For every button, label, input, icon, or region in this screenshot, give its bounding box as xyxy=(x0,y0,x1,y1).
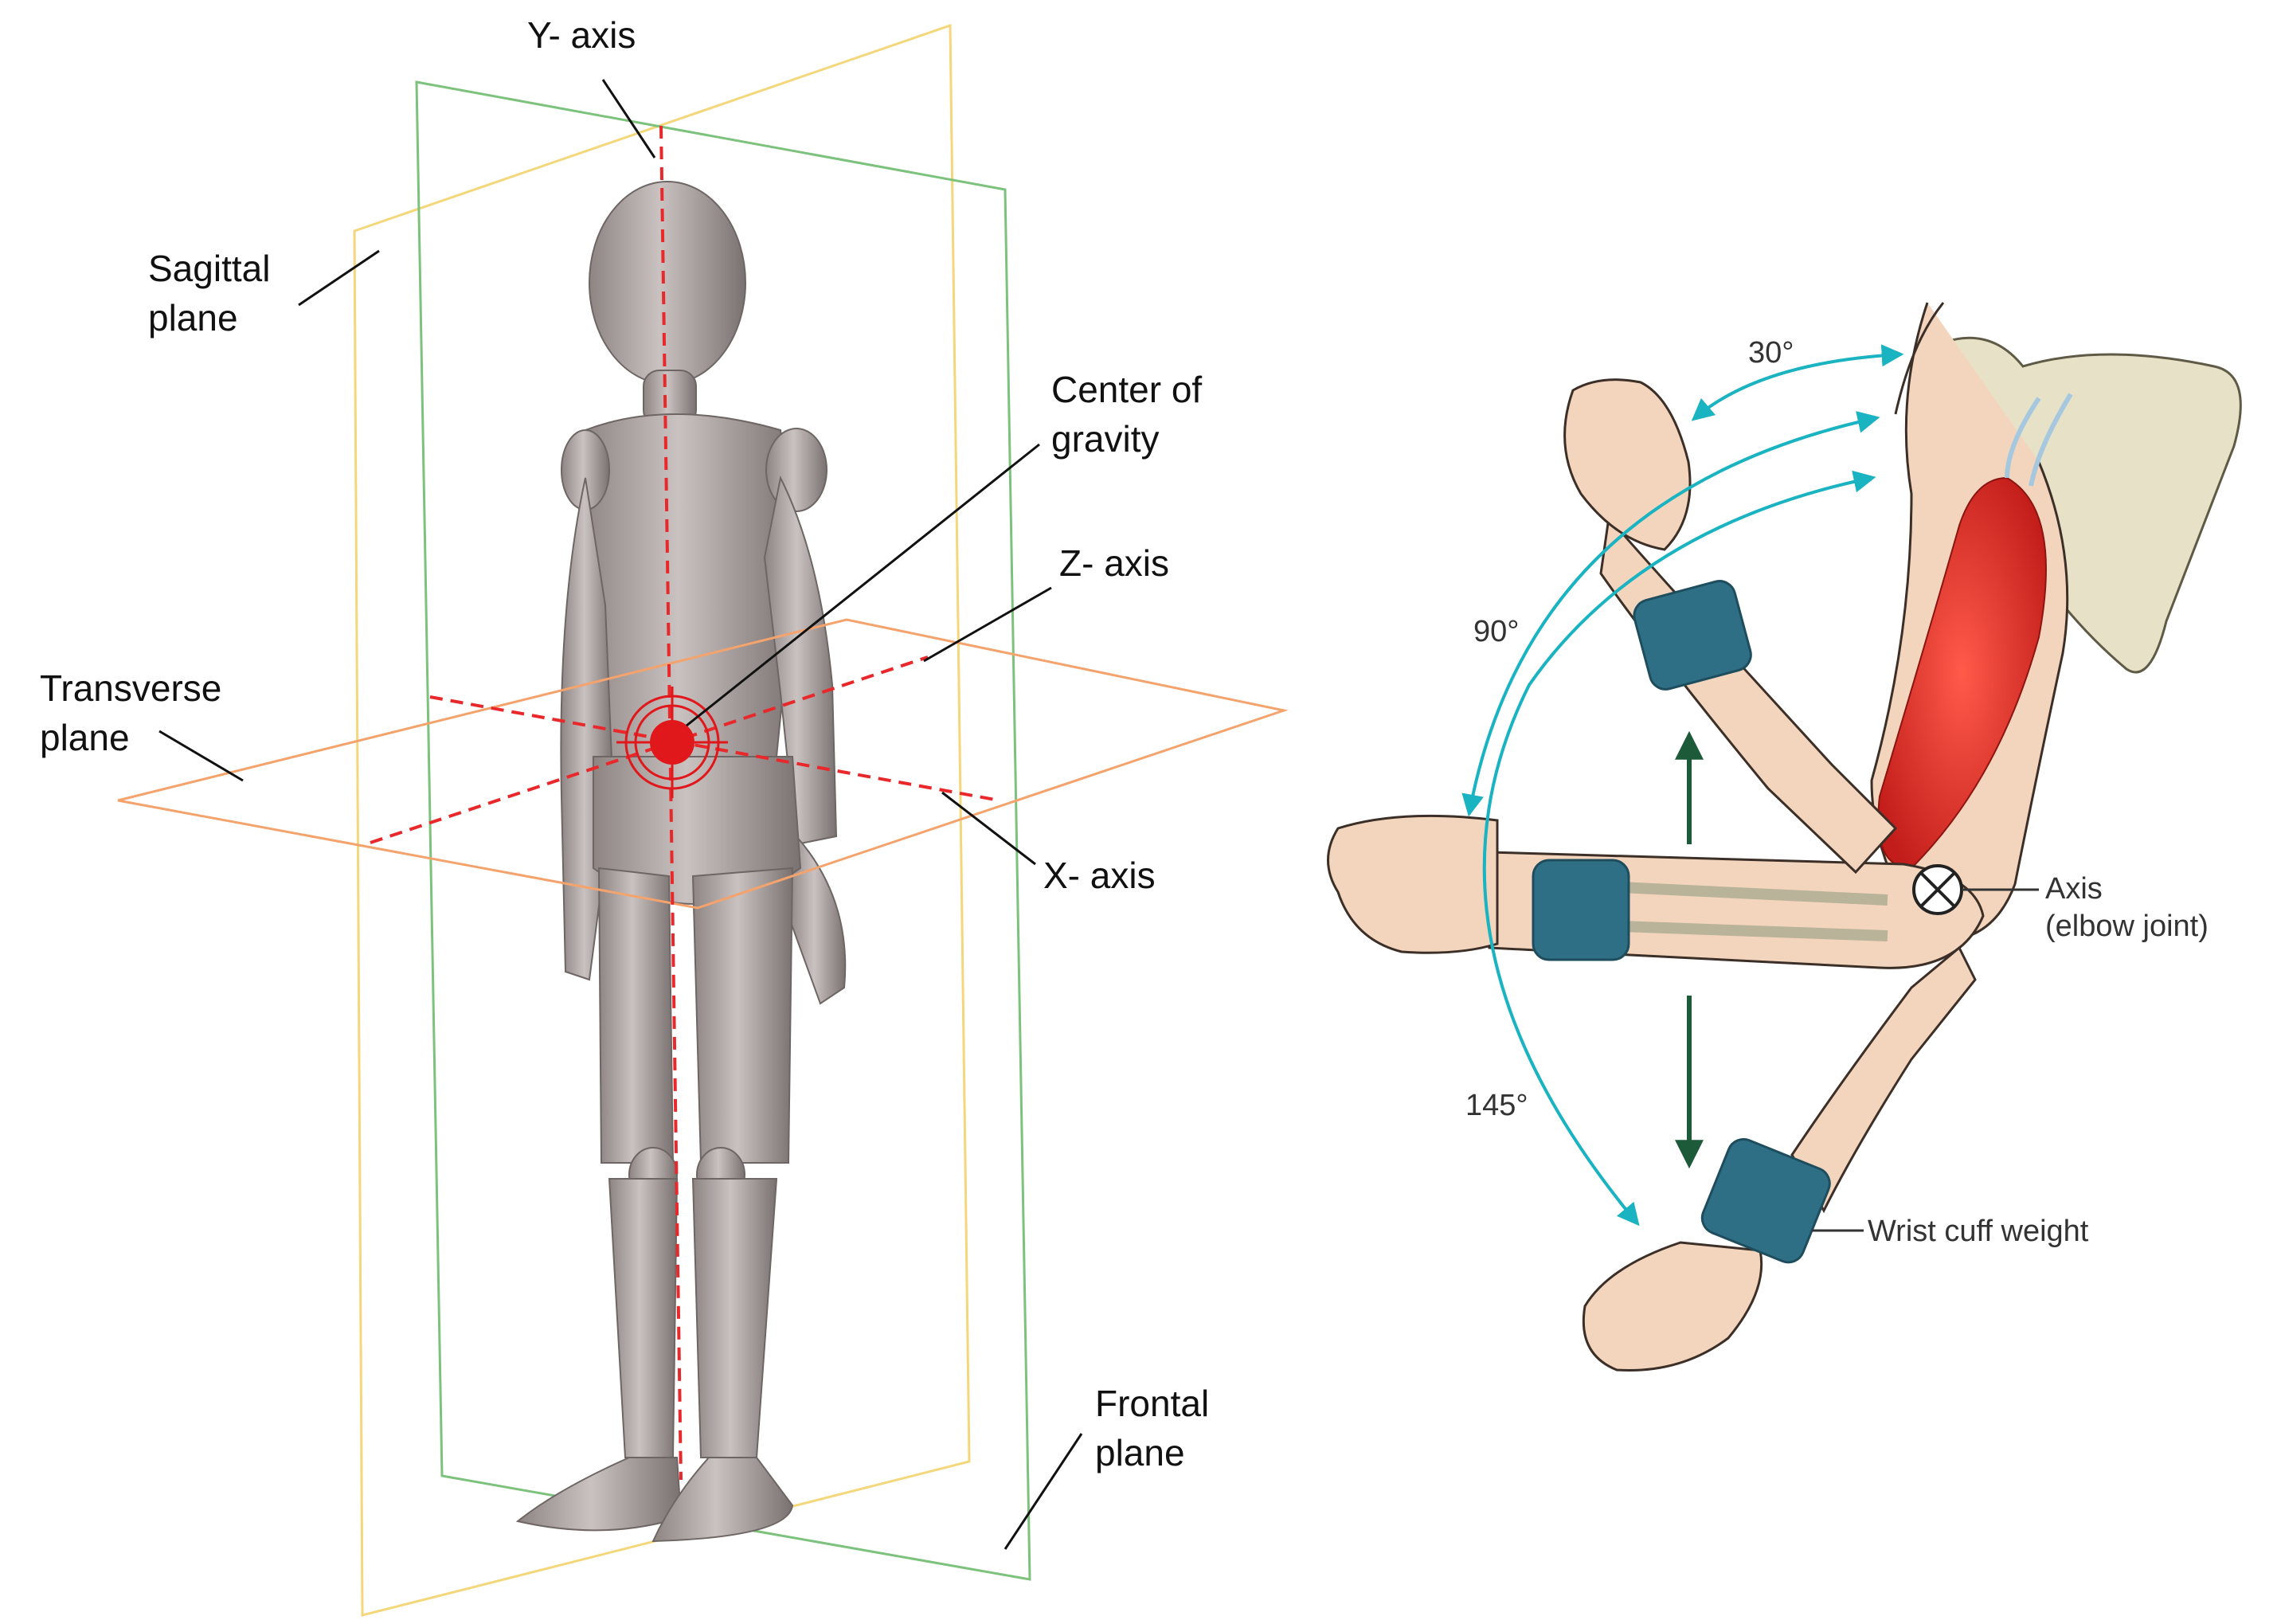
x-axis-label: X- axis xyxy=(1043,855,1156,896)
sagittal-plane-label: Sagittal xyxy=(148,248,270,289)
frontal-plane-label-line2: plane xyxy=(1095,1432,1185,1473)
center-of-gravity-label-line2: gravity xyxy=(1051,418,1159,460)
leader-lines xyxy=(158,79,1083,1550)
z-axis-label: Z- axis xyxy=(1059,542,1169,584)
sagittal-plane-label-line2: plane xyxy=(148,297,238,338)
elbow-flexion-diagram: 30° 90° 145° Axis (elbow joint) Wrist cu… xyxy=(1327,302,2242,1372)
transverse-plane xyxy=(117,618,1289,910)
range-of-motion-arcs xyxy=(1461,344,1904,1227)
wrist-cuff-90 xyxy=(1532,859,1630,961)
z-axis-line xyxy=(370,655,929,844)
transverse-plane-label: Transverse xyxy=(40,667,221,709)
center-of-gravity-label: Center of xyxy=(1051,369,1202,410)
anatomical-planes-diagram: Y- axis Sagittal plane Center of gravity… xyxy=(40,14,1289,1617)
elbow-axis-label-line2: (elbow joint) xyxy=(2045,910,2209,943)
arc-145 xyxy=(1482,470,1876,1227)
y-axis-line xyxy=(659,125,683,1481)
angle-90-label: 90° xyxy=(1473,615,1519,648)
arc-90 xyxy=(1461,411,1880,817)
frontal-plane-label: Frontal xyxy=(1095,1383,1209,1424)
elbow-axis-symbol xyxy=(1912,864,1963,915)
sagittal-plane xyxy=(353,23,971,1617)
y-axis-label: Y- axis xyxy=(527,14,636,56)
fist-30 xyxy=(1563,378,1692,551)
center-of-gravity-marker xyxy=(616,687,728,798)
wrist-cuff-weight-label: Wrist cuff weight xyxy=(1868,1215,2089,1248)
transverse-plane-label-line2: plane xyxy=(40,717,130,758)
elbow-axis-label: Axis xyxy=(2045,872,2103,906)
frontal-plane xyxy=(415,80,1031,1581)
arc-30 xyxy=(1691,344,1904,421)
fist-145 xyxy=(1582,1241,1763,1372)
angle-30-label: 30° xyxy=(1748,336,1794,370)
angle-145-label: 145° xyxy=(1465,1089,1528,1122)
x-axis-line xyxy=(429,695,1000,802)
fist-90 xyxy=(1327,814,1499,954)
axes xyxy=(370,125,1000,1481)
mannequin-figure xyxy=(515,181,847,1543)
